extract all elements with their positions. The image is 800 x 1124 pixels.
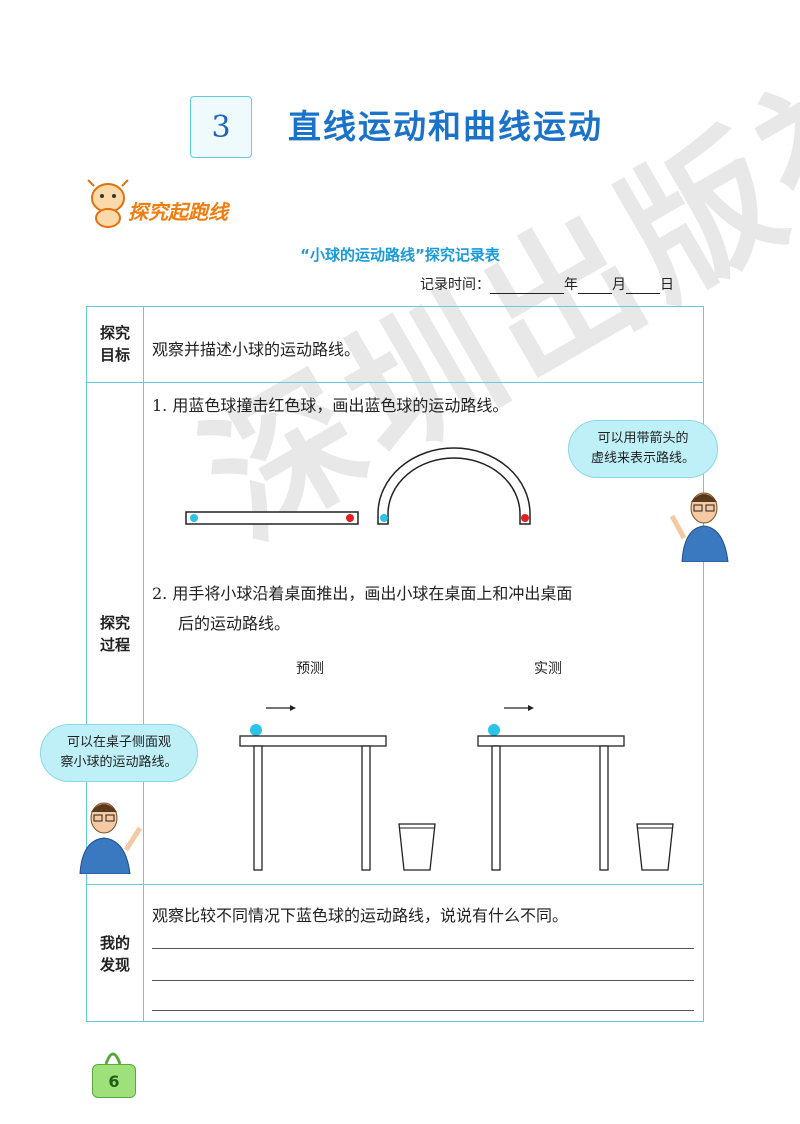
day-blank	[626, 279, 660, 294]
blue-ball	[190, 514, 198, 522]
basket-actual	[636, 823, 674, 871]
predict-table-scene	[239, 705, 436, 871]
lesson-number: 3	[211, 109, 231, 145]
teacher-figure-left-icon	[79, 802, 143, 874]
arc-track	[377, 447, 531, 525]
straight-track	[185, 511, 359, 525]
finding-text: 观察比较不同情况下蓝色球的运动路线，说说有什么不同。	[152, 906, 569, 925]
ball-predict	[250, 724, 262, 736]
table-title: “小球的运动路线”探究记录表	[300, 246, 500, 264]
caption-predict: 预测	[296, 661, 324, 677]
ball-actual	[488, 724, 500, 736]
process-step-2-line1: 2. 用手将小球沿着桌面推出，画出小球在桌面上和冲出桌面	[152, 584, 573, 603]
process-label: 探究 过程	[99, 614, 130, 654]
goal-label: 探究 目标	[99, 324, 130, 364]
goal-text: 观察并描述小球的运动路线。	[152, 340, 361, 359]
month-blank	[578, 279, 612, 294]
row-divider-2	[86, 884, 704, 885]
process-step-1: 1. 用蓝色球撞击红色球，画出蓝色球的运动路线。	[152, 396, 509, 415]
day-label: 日	[660, 277, 674, 293]
page-number-badge: 6	[92, 1064, 136, 1098]
section-tag: 探究起跑线	[128, 200, 228, 224]
page-number: 6	[108, 1071, 120, 1091]
answer-line-2[interactable]	[152, 980, 694, 981]
year-blank	[490, 279, 564, 294]
basket-predict	[398, 823, 436, 871]
cow-mascot-icon	[87, 179, 129, 228]
collision-diagram	[185, 447, 531, 525]
row-divider-1	[86, 382, 704, 383]
lesson-number-badge: 3	[190, 96, 252, 158]
record-table	[86, 306, 704, 1022]
red-ball	[346, 514, 354, 522]
tag-hook-icon	[104, 1052, 122, 1065]
red-ball-arc	[521, 514, 529, 522]
lesson-title: 直线运动和曲线运动	[288, 107, 603, 146]
record-time-label: 记录时间：	[420, 277, 490, 293]
finding-label: 我的 发现	[99, 934, 130, 974]
actual-table-scene	[477, 705, 674, 871]
record-time: 记录时间： 年 月 日	[420, 274, 674, 294]
blue-ball-arc	[380, 514, 388, 522]
tip-bubble-right: 可以用带箭头的 虚线来表示路线。	[568, 420, 718, 478]
caption-actual: 实测	[534, 661, 562, 677]
table-column-divider	[143, 306, 144, 1022]
year-label: 年	[564, 277, 578, 293]
answer-line-1[interactable]	[152, 948, 694, 949]
tip-bubble-left: 可以在桌子侧面观 察小球的运动路线。	[40, 724, 198, 782]
process-step-2-line2: 后的运动路线。	[178, 614, 291, 633]
answer-line-3[interactable]	[152, 1010, 694, 1011]
teacher-figure-right-icon	[669, 492, 729, 562]
month-label: 月	[612, 277, 626, 293]
